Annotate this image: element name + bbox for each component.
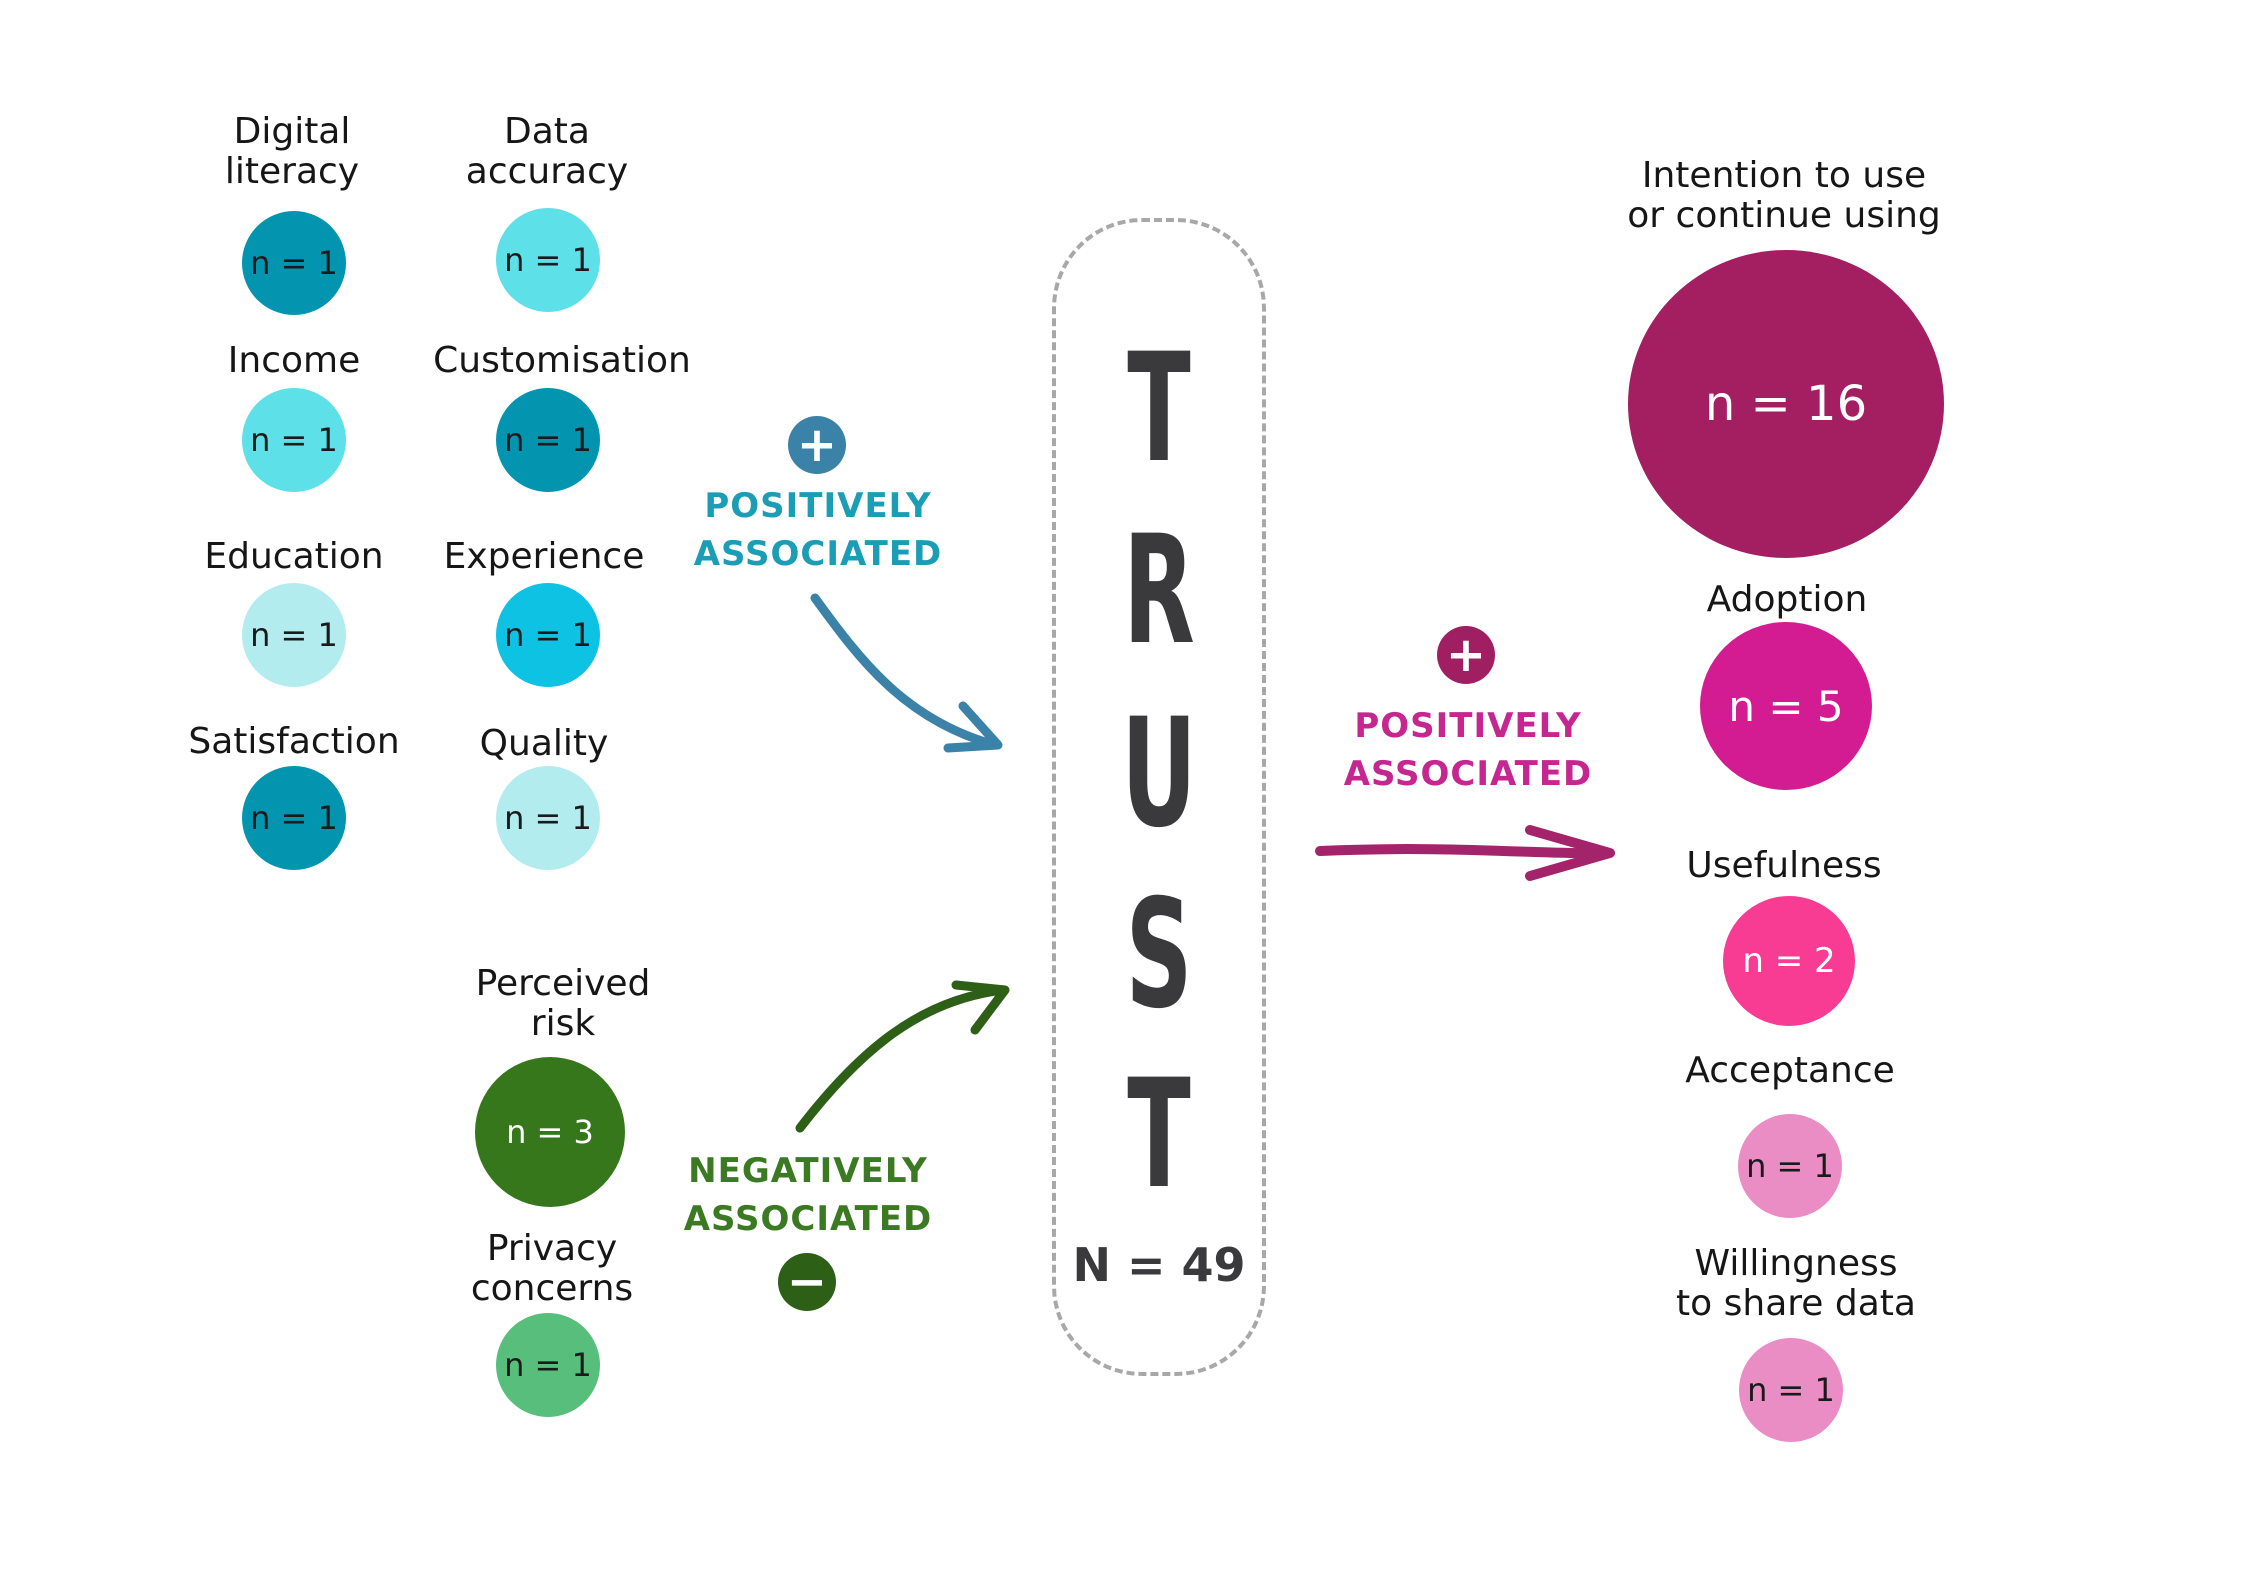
- count-bubble: n = 2: [1723, 896, 1855, 1026]
- plus-icon: +: [788, 416, 846, 474]
- association-line1: POSITIVELY: [1354, 706, 1582, 746]
- minus-icon: −: [778, 1253, 836, 1311]
- antecedent-experience: Experience: [444, 537, 645, 577]
- trust-sample-size: N = 49: [1072, 1238, 1246, 1292]
- positive-outcome-association-label: POSITIVELY ASSOCIATED: [1344, 702, 1593, 798]
- antecedent-income: Income: [228, 341, 360, 381]
- node-label: Usefulness: [1686, 845, 1882, 886]
- plus-icon: +: [1437, 626, 1495, 684]
- node-label: Privacy concerns: [470, 1228, 634, 1309]
- antecedent-data-accuracy: Data accuracy: [466, 112, 628, 192]
- trust-letter-u: U: [1121, 687, 1197, 861]
- antecedent-satisfaction: Satisfaction: [188, 722, 399, 762]
- positive-in-arrow: [810, 593, 1003, 753]
- association-line2: ASSOCIATED: [693, 534, 943, 574]
- association-line2: ASSOCIATED: [683, 1199, 933, 1239]
- antecedent-quality: Quality: [480, 724, 609, 764]
- association-line1: POSITIVELY: [704, 486, 932, 526]
- node-label: Experience: [443, 536, 645, 577]
- outcome-willingness-to-share-data: Willingness to share data: [1676, 1244, 1916, 1324]
- antecedent-perceived-risk: Perceived risk: [476, 964, 651, 1044]
- antecedent-education: Education: [204, 537, 383, 577]
- count-bubble: n = 16: [1628, 250, 1944, 558]
- node-label: Quality: [479, 723, 609, 764]
- node-label: Education: [204, 536, 384, 577]
- outcome-intention-to-use: Intention to use or continue using: [1627, 156, 1941, 236]
- node-label: Adoption: [1706, 579, 1868, 620]
- count-bubble: n = 1: [242, 211, 346, 315]
- outcome-acceptance: Acceptance: [1685, 1051, 1895, 1091]
- count-bubble: n = 1: [1738, 1114, 1842, 1218]
- count-bubble: n = 1: [242, 583, 346, 687]
- antecedent-customisation: Customisation: [433, 341, 691, 381]
- count-bubble: n = 1: [1739, 1338, 1843, 1442]
- node-label: Intention to use or continue using: [1627, 155, 1941, 236]
- trust-letter-s: S: [1125, 868, 1193, 1042]
- positive-association-label: POSITIVELY ASSOCIATED: [694, 482, 943, 578]
- node-label: Digital literacy: [224, 111, 360, 192]
- count-bubble: n = 1: [496, 583, 600, 687]
- association-line1: NEGATIVELY: [688, 1151, 928, 1191]
- count-bubble: n = 1: [242, 766, 346, 870]
- antecedent-privacy-concerns: Privacy concerns: [471, 1229, 633, 1309]
- antecedent-digital-literacy: Digital literacy: [225, 112, 359, 192]
- association-line2: ASSOCIATED: [1343, 754, 1593, 794]
- count-bubble: n = 5: [1700, 622, 1872, 790]
- trust-box: T R U S T N = 49: [1052, 218, 1266, 1376]
- negative-in-arrow: [795, 980, 1010, 1133]
- count-bubble: n = 1: [496, 388, 600, 492]
- node-label: Perceived risk: [475, 963, 651, 1044]
- trust-letter-t: T: [1127, 322, 1191, 496]
- node-label: Acceptance: [1685, 1050, 1895, 1091]
- outcome-usefulness: Usefulness: [1686, 846, 1881, 886]
- node-label: Willingness to share data: [1676, 1243, 1916, 1324]
- positive-out-arrow: [1315, 825, 1615, 881]
- node-label: Income: [227, 340, 361, 381]
- count-bubble: n = 1: [496, 1313, 600, 1417]
- node-label: Data accuracy: [465, 111, 629, 192]
- trust-letter-r: R: [1123, 504, 1195, 678]
- trust-letter-t: T: [1127, 1048, 1191, 1222]
- count-bubble: n = 3: [475, 1057, 625, 1207]
- count-bubble: n = 1: [496, 208, 600, 312]
- negative-association-label: NEGATIVELY ASSOCIATED: [684, 1147, 933, 1243]
- count-bubble: n = 1: [496, 766, 600, 870]
- count-bubble: n = 1: [242, 388, 346, 492]
- outcome-adoption: Adoption: [1707, 580, 1868, 620]
- node-label: Customisation: [433, 340, 691, 381]
- node-label: Satisfaction: [188, 721, 400, 762]
